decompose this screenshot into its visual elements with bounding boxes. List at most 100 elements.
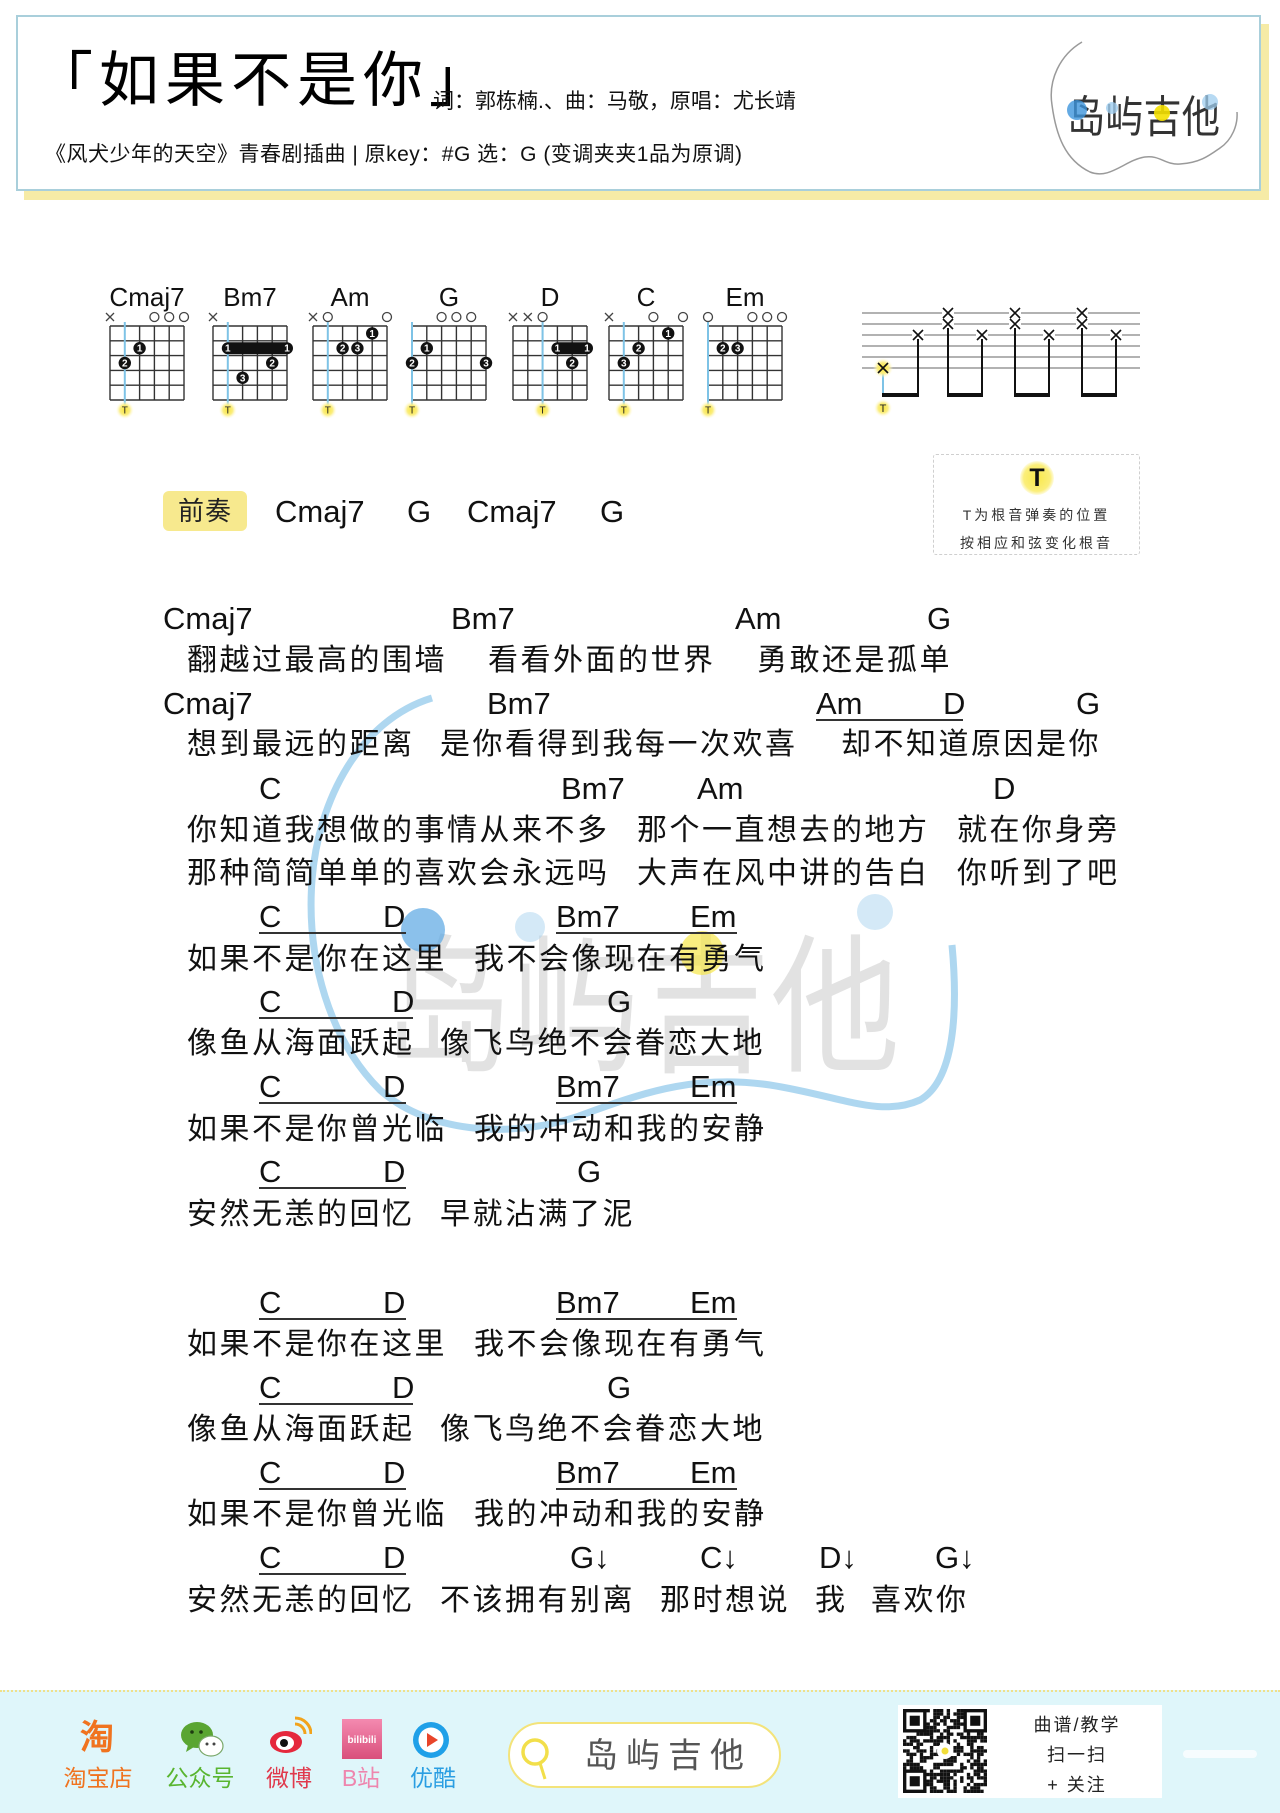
lyric-segment: 像飞鸟绝不会眷恋大地 xyxy=(440,1027,765,1060)
measure-underline xyxy=(556,932,737,934)
wechat-icon xyxy=(181,1722,224,1757)
lyric-segment: 如果不是你曾光临 xyxy=(187,1498,447,1531)
search-badge-text: 岛屿吉他 xyxy=(584,1737,752,1775)
chord-label: D xyxy=(383,1455,406,1490)
chord-diagram-name: D xyxy=(540,282,560,312)
strum-hit-icon xyxy=(1009,318,1021,330)
svg-text:T: T xyxy=(409,406,415,417)
finger-dot-icon xyxy=(617,356,630,370)
finger-dot-icon xyxy=(336,342,349,355)
intro-chord: Cmaj7 xyxy=(467,494,557,529)
strum-hit-icon xyxy=(976,329,988,341)
svg-text:2: 2 xyxy=(340,344,346,355)
root-marker-icon xyxy=(403,401,421,419)
chord-label: C xyxy=(259,899,282,934)
chord-label: G xyxy=(607,984,632,1019)
measure-underline xyxy=(259,1488,406,1490)
beam xyxy=(947,393,983,397)
lyric-segment: 我的冲动和我的安静 xyxy=(474,1498,767,1531)
chord-label: D xyxy=(392,1370,415,1405)
svg-text:T: T xyxy=(225,406,231,417)
chord-label: Em xyxy=(690,1455,737,1490)
open-string-icon xyxy=(537,311,548,323)
strum-hit-icon xyxy=(1076,318,1088,330)
svg-text:1: 1 xyxy=(665,329,671,340)
svg-text:3: 3 xyxy=(735,344,741,355)
svg-text:1: 1 xyxy=(555,344,561,355)
bilibili-icon: bilibili xyxy=(342,1719,382,1759)
lyric-segment: 早就沾满了泥 xyxy=(440,1198,635,1231)
svg-text:1: 1 xyxy=(584,344,590,355)
root-marker-icon xyxy=(115,401,134,419)
open-string-icon xyxy=(164,311,175,323)
svg-text:T: T xyxy=(705,406,711,417)
youku-icon xyxy=(413,1722,449,1758)
lyric-segment: 那种简简单单的喜欢会永远吗 xyxy=(187,857,610,890)
lyric-segment: 像飞鸟绝不会眷恋大地 xyxy=(440,1413,765,1446)
chord-label: Cmaj7 xyxy=(163,686,253,721)
footer-link-wechat: 公众号 xyxy=(165,1765,235,1791)
taobao-icon: 淘 xyxy=(80,1719,114,1757)
footer-link-taobao: 淘宝店 xyxy=(63,1765,133,1791)
root-marker-icon: T xyxy=(1020,461,1054,495)
chord-label: C xyxy=(259,1069,282,1104)
measure-underline xyxy=(259,1573,406,1575)
finger-dot-icon xyxy=(566,356,579,370)
chord-diagram-name: Am xyxy=(330,282,370,312)
svg-text:3: 3 xyxy=(621,359,627,370)
measure-underline xyxy=(259,1017,413,1019)
lyric-segment: 是你看得到我每一次欢喜 xyxy=(440,728,798,761)
chord-diagram-name: Cmaj7 xyxy=(109,282,185,312)
strum-hit-icon xyxy=(1009,307,1021,319)
open-string-icon xyxy=(702,311,714,323)
strum-pattern: T xyxy=(862,307,1140,417)
finger-dot-icon xyxy=(266,356,279,370)
finger-dot-icon xyxy=(479,356,493,370)
finger-dot-icon xyxy=(662,327,675,340)
chord-label: C xyxy=(259,1370,282,1405)
lyric-segment: 安然无恙的回忆 xyxy=(187,1584,415,1617)
lyric-segment: 却不知道原因是你 xyxy=(841,728,1101,761)
root-legend-line2: 按相应和弦变化根音 xyxy=(960,535,1113,551)
root-marker-icon xyxy=(699,401,717,419)
lyric-segment: 我的冲动和我的安静 xyxy=(474,1113,767,1146)
svg-text:3: 3 xyxy=(355,344,361,355)
finger-dot-icon xyxy=(366,327,379,340)
chord-label: D↓ xyxy=(819,1540,857,1575)
chord-label: Em xyxy=(690,1285,737,1320)
lyric-segment: 想到最远的距离 xyxy=(187,728,415,761)
svg-text:T: T xyxy=(621,406,627,417)
measure-underline xyxy=(556,1488,737,1490)
svg-text:1: 1 xyxy=(424,344,430,355)
strum-hit-icon xyxy=(1110,329,1122,341)
svg-text:T: T xyxy=(880,403,887,415)
barre-icon xyxy=(551,342,593,355)
finger-dot-icon xyxy=(118,356,131,370)
watermark-text: 岛屿吉他 xyxy=(383,924,900,1092)
svg-text:1: 1 xyxy=(369,329,375,340)
song-subtitle: 《风犬少年的天空》青春剧插曲 | 原key：#G 选：G (变调夹夹1品为原调) xyxy=(45,143,743,166)
open-string-icon xyxy=(776,311,788,323)
finger-dot-icon xyxy=(632,342,645,355)
lyric-segment: 那时想说 xyxy=(660,1584,790,1617)
song-title: 「如果不是你」 xyxy=(33,47,495,114)
lyric-segment: 如果不是你在这里 xyxy=(187,1328,447,1361)
chord-label: D xyxy=(383,1285,406,1320)
search-icon xyxy=(521,1738,549,1780)
svg-text:2: 2 xyxy=(409,359,415,370)
svg-text:T: T xyxy=(122,406,128,417)
open-string-icon xyxy=(648,311,659,323)
chord-label: C xyxy=(259,1154,282,1189)
chord-label: Bm7 xyxy=(556,899,620,934)
muted-string-icon xyxy=(105,312,115,322)
chord-label: C xyxy=(259,1540,282,1575)
chord-label: D xyxy=(392,984,415,1019)
strum-hit-icon xyxy=(1076,307,1088,319)
